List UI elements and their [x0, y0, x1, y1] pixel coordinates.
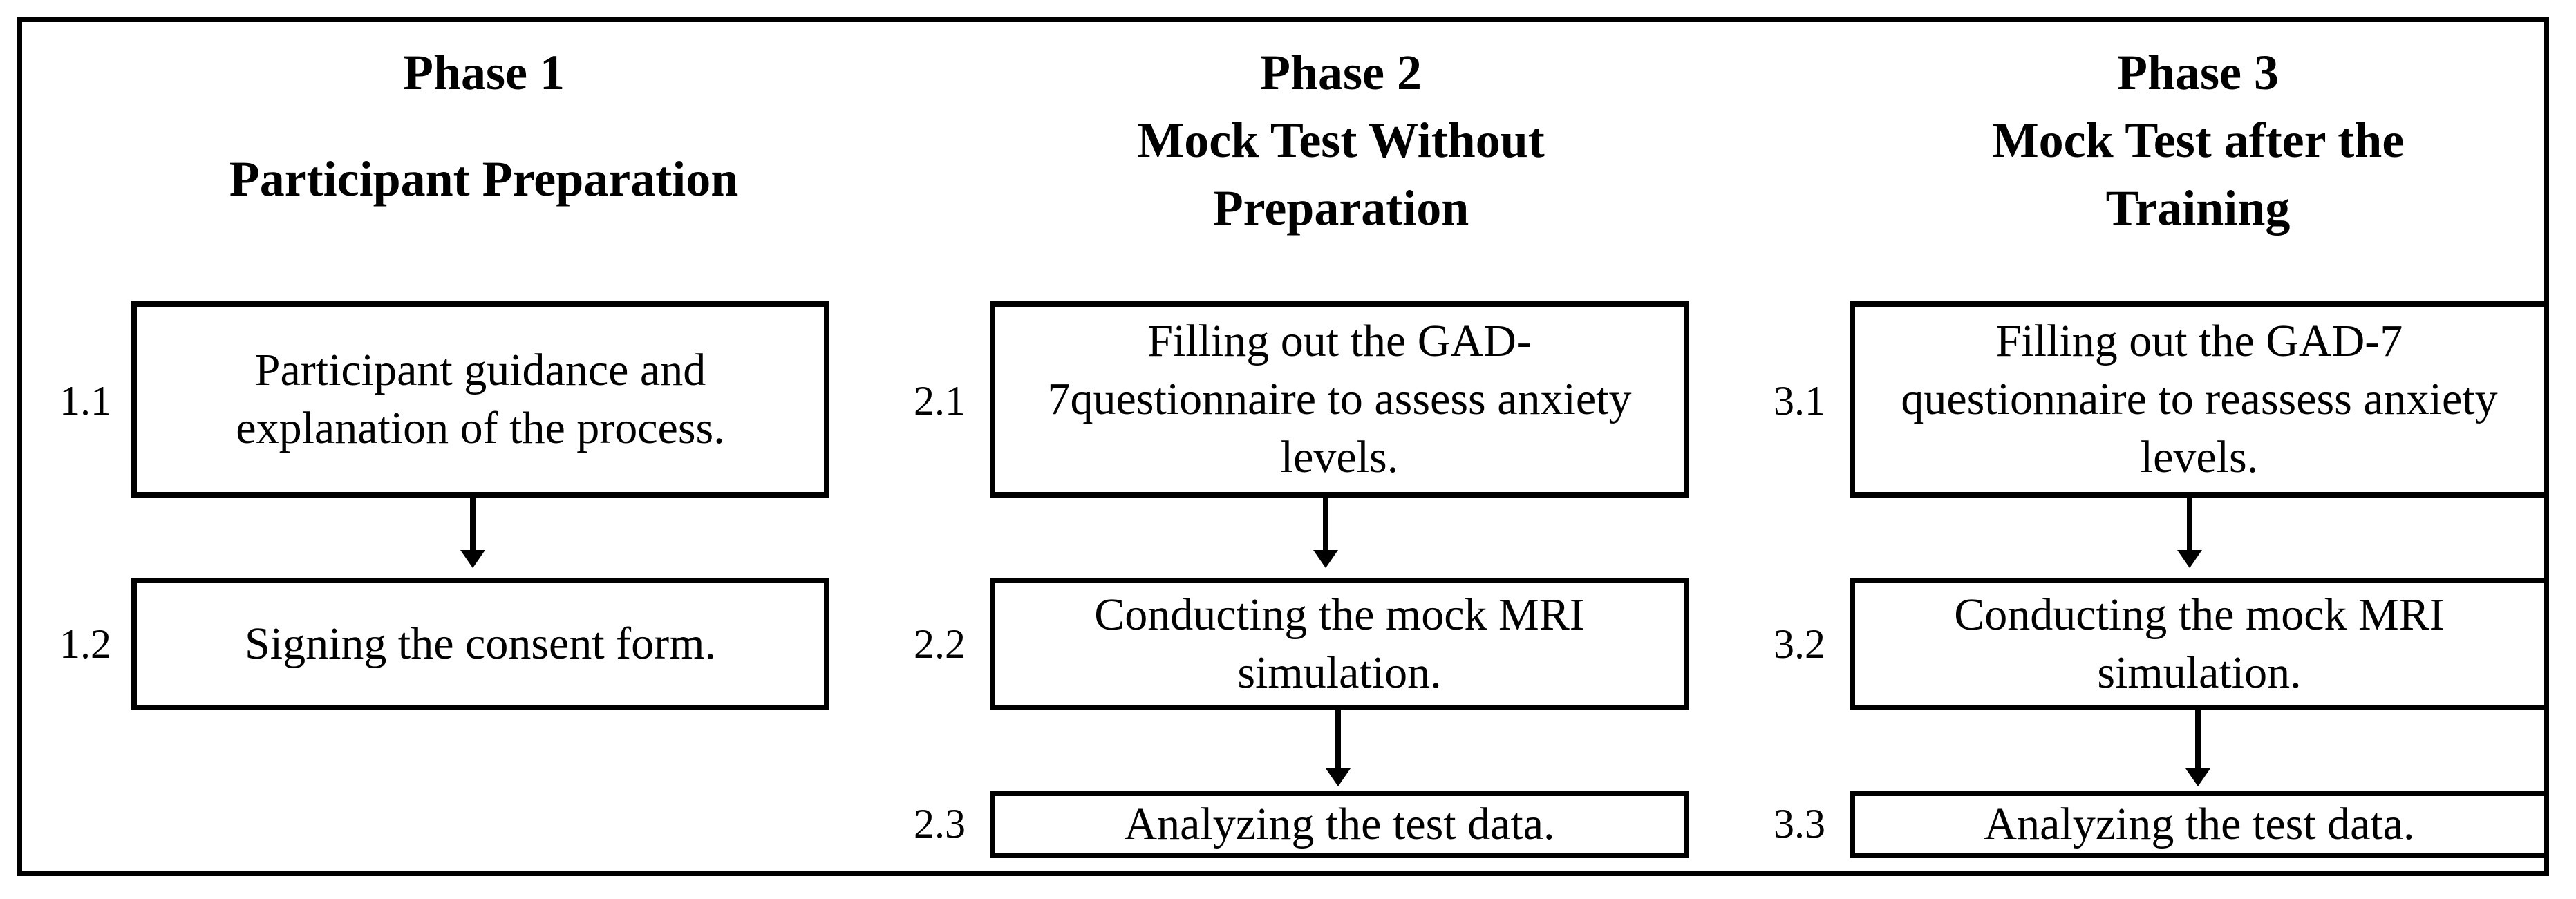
arrow-2-2-to-2-3 — [1326, 710, 1351, 786]
arrow-2-1-to-2-2 — [1313, 498, 1338, 568]
step-2-1-text: Filling out the GAD- 7questionnaire to a… — [1047, 316, 1632, 482]
phase-3-title: Phase 3 — [2117, 45, 2279, 100]
arrow-3-2-to-3-3 — [2185, 710, 2210, 786]
phase-3-heading: Phase 3 Mock Test after the Training — [1880, 39, 2516, 242]
phase-3-subtitle: Mock Test after the Training — [1991, 113, 2405, 236]
phase-2-subtitle: Mock Test Without Preparation — [1137, 113, 1545, 236]
step-3-2-box: Conducting the mock MRI simulation. — [1850, 578, 2549, 710]
step-3-3-number: 3.3 — [1774, 801, 1825, 846]
step-1-2-text: Signing the consent form. — [245, 618, 716, 669]
step-1-1-number: 1.1 — [59, 378, 111, 424]
step-3-3-text: Analyzing the test data. — [1984, 799, 2415, 849]
arrow-3-1-to-3-2 — [2177, 498, 2202, 568]
step-2-1-box: Filling out the GAD- 7questionnaire to a… — [990, 301, 1689, 498]
step-3-2-text: Conducting the mock MRI simulation. — [1954, 589, 2445, 698]
step-3-1-number: 3.1 — [1774, 378, 1825, 424]
step-3-1-text: Filling out the GAD-7 questionnaire to r… — [1901, 316, 2498, 482]
phase-1-subtitle: Participant Preparation — [229, 151, 739, 207]
phase-2-title: Phase 2 — [1260, 45, 1422, 100]
step-2-1-number: 2.1 — [914, 378, 966, 424]
step-2-2-number: 2.2 — [914, 621, 966, 667]
phase-1-heading: Phase 1 Participant Preparation — [166, 39, 802, 213]
phase-1-title: Phase 1 — [403, 45, 565, 100]
step-2-3-number: 2.3 — [914, 801, 966, 846]
step-1-1-box: Participant guidance and explanation of … — [131, 301, 829, 498]
step-3-2-number: 3.2 — [1774, 621, 1825, 667]
step-1-2-box: Signing the consent form. — [131, 578, 829, 710]
step-2-2-text: Conducting the mock MRI simulation. — [1094, 589, 1585, 698]
step-2-2-box: Conducting the mock MRI simulation. — [990, 578, 1689, 710]
phase-2-heading: Phase 2 Mock Test Without Preparation — [1023, 39, 1659, 242]
step-3-3-box: Analyzing the test data. — [1850, 791, 2549, 858]
step-1-1-text: Participant guidance and explanation of … — [236, 345, 725, 453]
step-2-3-box: Analyzing the test data. — [990, 791, 1689, 858]
step-2-3-text: Analyzing the test data. — [1124, 799, 1555, 849]
arrow-1-1-to-1-2 — [460, 498, 485, 568]
step-3-1-box: Filling out the GAD-7 questionnaire to r… — [1850, 301, 2549, 498]
step-1-2-number: 1.2 — [59, 621, 111, 667]
